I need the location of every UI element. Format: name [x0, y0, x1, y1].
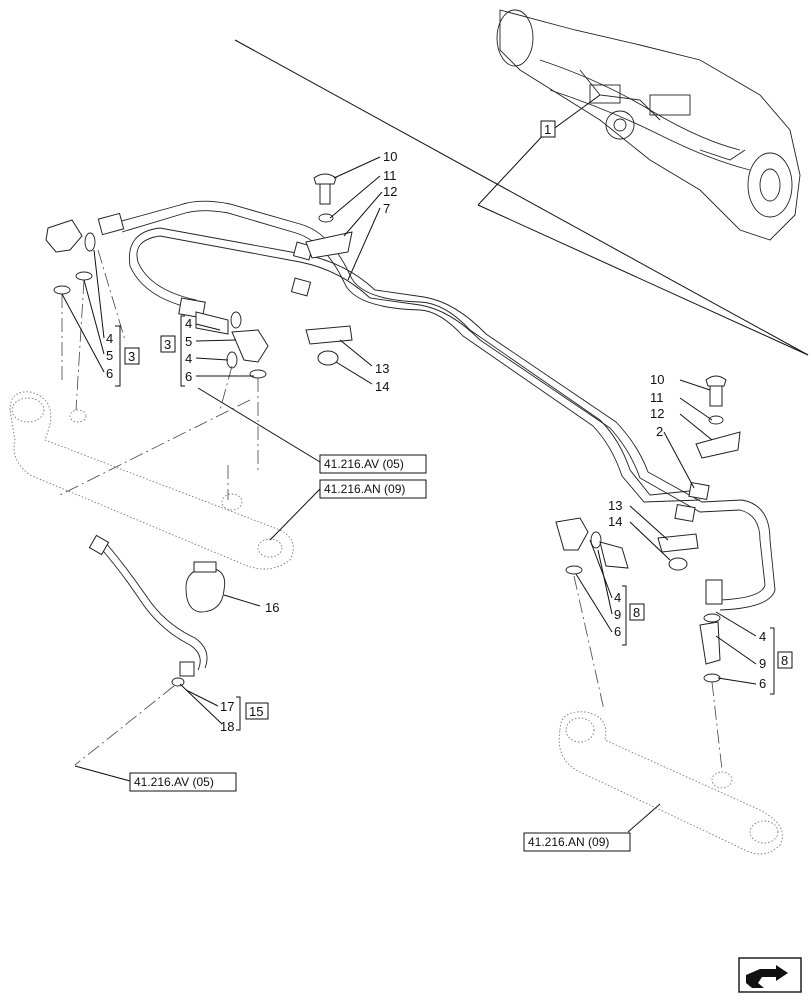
callout-6: 6 [614, 624, 621, 639]
callout-13: 13 [608, 498, 622, 513]
callout-12: 12 [383, 184, 397, 199]
svg-text:41.216.AV (05): 41.216.AV (05) [324, 457, 404, 471]
callout-18: 18 [220, 719, 234, 734]
svg-text:41.216.AN (09): 41.216.AN (09) [528, 835, 609, 849]
callout-1: 1 [544, 122, 551, 137]
callout-6: 6 [185, 369, 192, 384]
callout-4: 4 [185, 351, 192, 366]
callout-15: 15 [249, 704, 263, 719]
callout-12: 12 [650, 406, 664, 421]
callout-11: 11 [383, 168, 397, 183]
callout-17: 17 [220, 699, 234, 714]
reference-41-216-av-top[interactable]: 41.216.AV (05) [319, 454, 427, 474]
callout-14: 14 [608, 514, 622, 529]
callout-6: 6 [759, 676, 766, 691]
hydraulic-pipes [88, 200, 776, 677]
callout-3: 3 [164, 337, 171, 352]
reference-links: 41.216.AV (05) 41.216.AN (09) 41.216.AV … [129, 454, 631, 852]
callout-4: 4 [614, 590, 621, 605]
callout-14: 14 [375, 379, 389, 394]
alignment-lines [59, 249, 723, 771]
callout-8: 8 [781, 653, 788, 668]
callout-box-15 [245, 702, 269, 720]
callout-6: 6 [106, 366, 113, 381]
callout-9: 9 [759, 656, 766, 671]
callout-4: 4 [759, 629, 766, 644]
callout-10: 10 [650, 372, 664, 387]
callout-box-3 [160, 335, 176, 353]
callout-box-1 [540, 120, 556, 138]
callout-2: 2 [656, 424, 663, 439]
callout-labels: 10 11 12 7 13 14 4 5 6 3 4 5 4 6 3 10 11… [106, 149, 793, 734]
callout-box-8 [777, 651, 793, 669]
reference-41-216-av-bottom[interactable]: 41.216.AV (05) [129, 772, 237, 792]
callout-5: 5 [106, 348, 113, 363]
next-page-arrow-icon[interactable] [738, 957, 802, 993]
callout-10: 10 [383, 149, 397, 164]
callout-8: 8 [633, 605, 640, 620]
reference-41-216-an-top[interactable]: 41.216.AN (09) [319, 479, 427, 499]
leader-lines [61, 156, 775, 833]
callout-5: 5 [185, 334, 192, 349]
callout-4: 4 [185, 316, 192, 331]
svg-text:41.216.AV (05): 41.216.AV (05) [134, 775, 214, 789]
callout-9: 9 [614, 607, 621, 622]
axle-assembly-thumbnail [234, 9, 809, 356]
callout-7: 7 [383, 201, 390, 216]
callout-3: 3 [128, 349, 135, 364]
fittings [45, 219, 721, 687]
callout-13: 13 [375, 361, 389, 376]
hydraulic-cylinders [9, 391, 783, 855]
callout-11: 11 [650, 390, 664, 405]
callout-4: 4 [106, 331, 113, 346]
callout-16: 16 [265, 600, 279, 615]
svg-text:41.216.AN (09): 41.216.AN (09) [324, 482, 405, 496]
reference-41-216-an-bottom[interactable]: 41.216.AN (09) [523, 832, 631, 852]
callout-box-3 [124, 347, 140, 365]
callout-box-8 [629, 603, 645, 621]
clamps-and-bolts [185, 173, 741, 613]
